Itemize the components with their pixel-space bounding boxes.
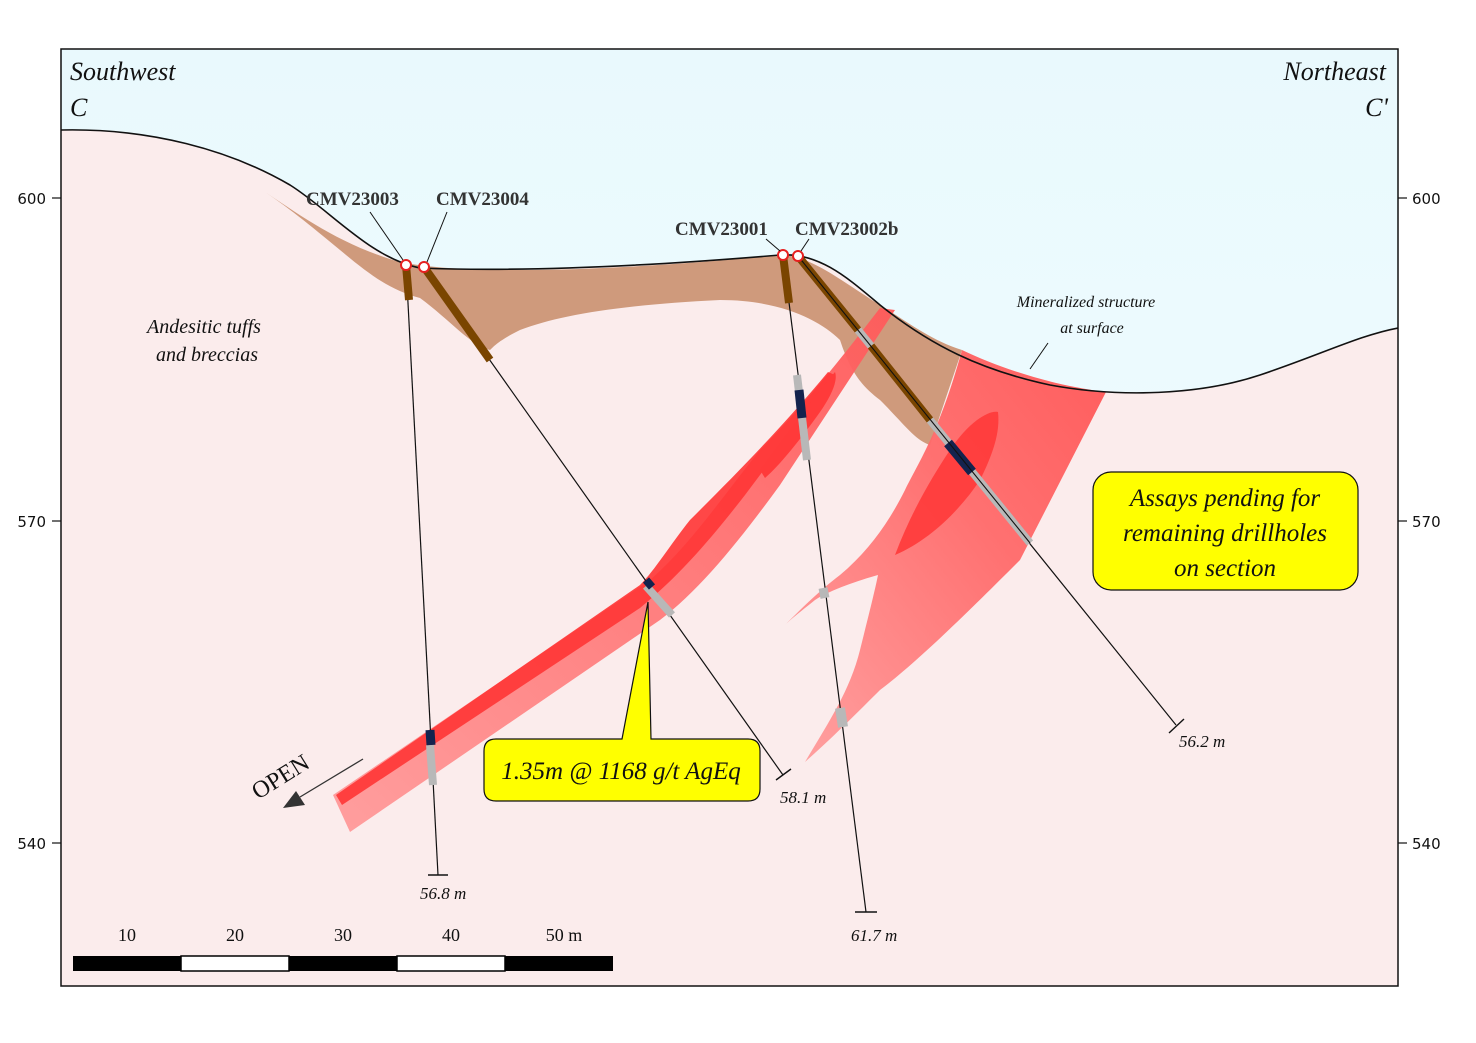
drillhole-CMV23004[interactable] [420,264,792,781]
assays-pending-line1: Assays pending for [1128,485,1321,512]
depth-CMV23003: 56.8 m [420,884,466,903]
collar-CMV23004[interactable] [418,261,430,273]
leader-CMV23003 [369,211,404,261]
drillhole-CMV23001[interactable] [779,254,877,913]
left-tick-570: 570 [17,513,46,531]
direction-northeast: Northeast [1282,57,1386,86]
lithology-label-line1: Andesitic tuffs [145,316,261,338]
left-tick-540: 540 [17,835,46,853]
scale-label-30: 30 [334,925,352,945]
left-elevation-axis [52,197,61,844]
assays-pending-line2: remaining drillholes [1123,520,1327,547]
label-CMV23001: CMV23001 [675,219,768,240]
direction-southwest: Southwest [70,57,176,86]
intercept-callout [483,601,761,802]
open-arrow [283,758,364,808]
scale-label-50m: 50 m [546,925,583,945]
overburden [262,190,962,445]
right-tick-540: 540 [1412,835,1441,853]
vein-envelope-ne [785,350,1106,762]
drillhole-CMV23002b[interactable] [794,253,1185,734]
depth-CMV23004: 58.1 m [780,788,826,807]
assays-pending-box [1092,471,1359,591]
section-frame [60,48,1399,987]
leader-CMV23001 [765,238,781,252]
scale-label-40: 40 [442,925,460,945]
collar-CMV23002b[interactable] [792,250,804,262]
right-tick-600: 600 [1412,190,1441,208]
label-CMV23004: CMV23004 [436,189,529,210]
scale-label-20: 20 [226,925,244,945]
collar-CMV23001[interactable] [777,249,789,261]
leader-CMV23004 [426,211,448,263]
surface-structure-label-line1: Mineralized structure [1016,294,1156,311]
collar-CMV23003[interactable] [400,259,412,271]
scale-bar [73,955,613,972]
label-CMV23002b: CMV23002b [795,219,898,240]
right-elevation-axis [1398,197,1407,844]
scale-label-10: 10 [118,925,136,945]
surface-structure-label-line2: at surface [1060,320,1124,337]
label-CMV23003: CMV23003 [306,189,399,210]
depth-CMV23002b: 56.2 m [1179,732,1225,751]
topography-line [61,129,1398,394]
vein-core-ne [895,411,999,555]
intercept-text: 1.35m @ 1168 g/t AgEq [501,758,740,785]
section-code-right: C' [1365,93,1388,122]
right-tick-570: 570 [1412,513,1441,531]
depth-CMV23001: 61.7 m [851,926,897,945]
section-code-left: C [70,93,88,122]
left-tick-600: 600 [17,190,46,208]
surface-structure-leader [1029,342,1049,370]
leader-CMV23002b [800,238,810,252]
vein-core-sw [336,372,835,805]
assays-pending-line3: on section [1174,555,1276,582]
lithology-label-line2: and breccias [156,344,258,366]
vein-lens-upper [760,372,836,478]
